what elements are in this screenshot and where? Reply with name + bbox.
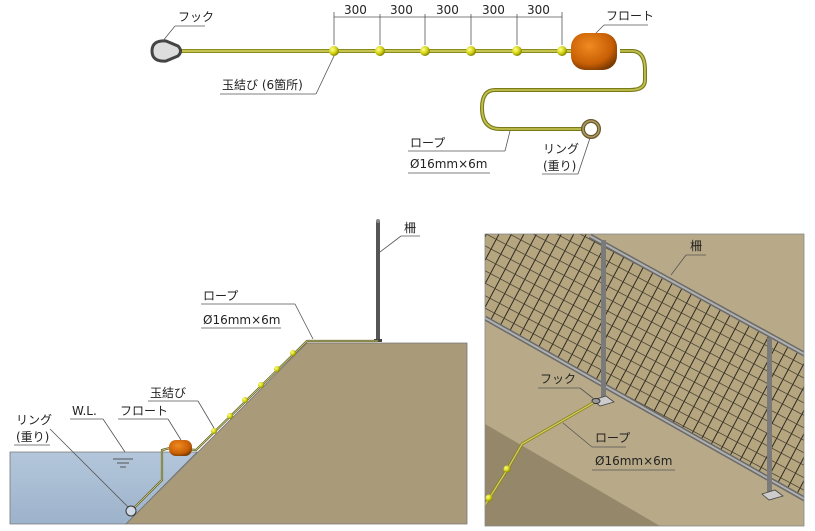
fence-label: 柵 bbox=[404, 221, 416, 235]
knot-4 bbox=[466, 46, 476, 56]
hook-label: フック bbox=[540, 372, 576, 386]
hook-icon bbox=[150, 39, 182, 63]
knots bbox=[329, 46, 567, 56]
dimension-lines bbox=[333, 12, 563, 45]
knot bbox=[242, 397, 248, 403]
hook-icon bbox=[591, 398, 601, 404]
knot-label: 玉結び bbox=[150, 386, 186, 400]
knot-3 bbox=[420, 46, 430, 56]
knot bbox=[485, 494, 493, 502]
spacing-3: 300 bbox=[436, 3, 459, 17]
spacing-1: 300 bbox=[344, 3, 367, 17]
ring-label-line2: (重り) bbox=[16, 430, 49, 444]
knot bbox=[274, 366, 280, 372]
knot bbox=[503, 465, 511, 473]
wl-label: W.L. bbox=[72, 404, 97, 418]
ring bbox=[125, 505, 137, 517]
top-view: 300 300 300 300 300 フック フロート 玉結び (6箇所) ロ… bbox=[150, 3, 654, 175]
rope-label: ロープ bbox=[410, 136, 445, 150]
knot bbox=[258, 382, 264, 388]
fence-post bbox=[376, 221, 380, 342]
rope-spec: Ø16mm×6m bbox=[410, 157, 487, 171]
knots bbox=[211, 350, 296, 434]
slope bbox=[485, 424, 660, 526]
fence-mesh bbox=[485, 234, 804, 499]
fence-post-1 bbox=[601, 240, 606, 402]
knot-label: 玉結び (6箇所) bbox=[222, 78, 303, 92]
rope-label: ロープ bbox=[595, 431, 630, 445]
float-label: フロート bbox=[120, 404, 168, 418]
float bbox=[571, 33, 617, 70]
post-base-2 bbox=[761, 489, 784, 501]
knot-1 bbox=[329, 46, 339, 56]
rope-spec: Ø16mm×6m bbox=[595, 454, 672, 468]
knot bbox=[211, 428, 217, 434]
water-level-symbol bbox=[113, 458, 133, 468]
knot bbox=[227, 413, 233, 419]
perspective-view: 柵 フック ロープ Ø16mm×6m bbox=[484, 233, 805, 527]
spacing-4: 300 bbox=[482, 3, 505, 17]
embankment bbox=[125, 342, 468, 525]
knot-5 bbox=[512, 46, 522, 56]
ring-label-line1: リング bbox=[543, 142, 579, 156]
rope-spec: Ø16mm×6m bbox=[203, 313, 280, 327]
knot-2 bbox=[375, 46, 385, 56]
float-label: フロート bbox=[606, 9, 654, 23]
section-view: 柵 ロープ Ø16mm×6m 玉結び フロート W.L. リング (重り) bbox=[9, 219, 468, 525]
fence-label: 柵 bbox=[690, 239, 702, 253]
fence-post-2 bbox=[767, 338, 772, 495]
float bbox=[169, 440, 192, 456]
hook-label: フック bbox=[178, 10, 214, 24]
spacing-2: 300 bbox=[390, 3, 413, 17]
knot bbox=[290, 350, 296, 356]
knot-6 bbox=[557, 46, 567, 56]
ring-label-line1: リング bbox=[16, 413, 52, 427]
ring-label-line2: (重り) bbox=[543, 159, 576, 173]
rope-label: ロープ bbox=[203, 289, 238, 303]
spacing-5: 300 bbox=[527, 3, 550, 17]
